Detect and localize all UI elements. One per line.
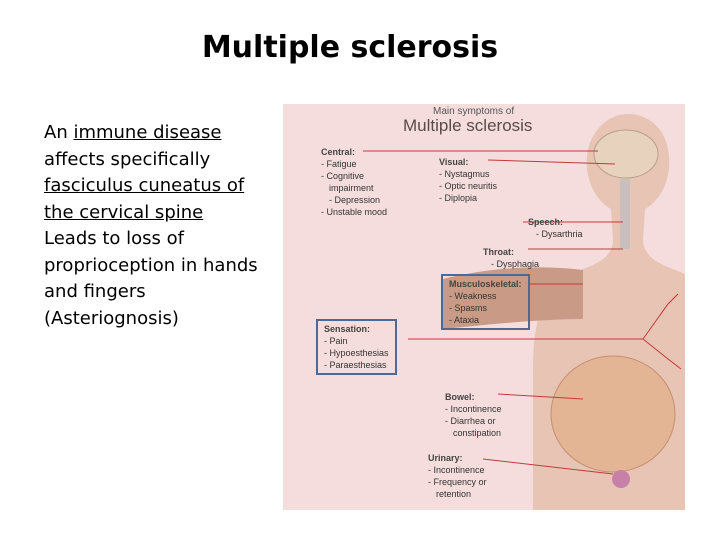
visual-item: - Optic neuritis xyxy=(439,181,498,191)
sensation-item: - Paraesthesias xyxy=(324,360,387,370)
central-item: - Unstable mood xyxy=(321,207,388,217)
musculoskeletal-item: - Ataxia xyxy=(449,315,480,325)
arm-muscle xyxy=(443,267,583,329)
para1-mid: affects specifically xyxy=(44,148,211,170)
speech-label: Speech: - Dysarthria xyxy=(528,216,583,240)
central-label: Central: - Fatigue - Cognitive impairmen… xyxy=(321,146,387,218)
figure-caption-small: Main symptoms of xyxy=(433,106,515,117)
throat-item: - Dysphagia xyxy=(491,259,540,269)
urinary-item: - Incontinence xyxy=(428,465,485,475)
musculoskeletal-label: Musculoskeletal: - Weakness - Spasms - A… xyxy=(441,274,530,330)
sensation-heading: Sensation: xyxy=(324,324,371,334)
central-heading: Central: xyxy=(321,147,356,157)
visual-item: - Nystagmus xyxy=(439,169,490,179)
urinary-item: retention xyxy=(436,489,472,499)
body-text: An immune disease affects specifically f… xyxy=(44,120,274,332)
intestines-image xyxy=(550,355,676,473)
link-fasciculus: fasciculus cuneatus of the cervical spin… xyxy=(44,175,245,223)
slide-title: Multiple sclerosis xyxy=(201,30,499,65)
sensation-item: - Hypoesthesias xyxy=(324,348,389,358)
visual-label: Visual: - Nystagmus - Optic neuritis - D… xyxy=(439,156,497,204)
bowel-heading: Bowel: xyxy=(445,392,475,402)
speech-heading: Speech: xyxy=(528,217,564,227)
sensation-item: - Pain xyxy=(324,336,348,346)
paragraph-1: An immune disease affects specifically f… xyxy=(44,120,274,226)
visual-heading: Visual: xyxy=(439,157,469,167)
figure-caption-big: Multiple sclerosis xyxy=(403,116,533,135)
musculoskeletal-heading: Musculoskeletal: xyxy=(449,279,522,289)
speech-item: - Dysarthria xyxy=(536,229,583,239)
bowel-label: Bowel: - Incontinence - Diarrhea or cons… xyxy=(445,391,502,439)
bowel-item: constipation xyxy=(453,428,502,438)
ms-symptoms-figure: Main symptoms of Multiple sclerosis Cent… xyxy=(283,104,685,510)
musculoskeletal-item: - Weakness xyxy=(449,291,497,301)
urinary-heading: Urinary: xyxy=(428,453,463,463)
bowel-item: - Diarrhea or xyxy=(445,416,496,426)
spinal-cord xyxy=(620,179,630,249)
central-item: - Fatigue xyxy=(321,159,357,169)
sensation-label: Sensation: - Pain - Hypoesthesias - Para… xyxy=(316,319,397,375)
brain-image xyxy=(593,129,659,179)
bladder-image xyxy=(612,470,630,488)
link-immune-disease: immune disease xyxy=(73,122,222,143)
figure-illustration xyxy=(363,114,685,510)
paragraph-2: Leads to loss of proprioception in hands… xyxy=(44,228,258,329)
pointer-lines xyxy=(363,150,682,475)
para1-pre: An xyxy=(44,122,74,143)
central-item: - Cognitive xyxy=(321,171,365,181)
central-item: - Depression xyxy=(329,195,381,205)
urinary-item: - Frequency or xyxy=(428,477,487,487)
musculoskeletal-item: - Spasms xyxy=(449,303,488,313)
throat-heading: Throat: xyxy=(483,247,514,257)
throat-label: Throat: - Dysphagia xyxy=(483,246,539,270)
bowel-item: - Incontinence xyxy=(445,404,502,414)
visual-item: - Diplopia xyxy=(439,193,478,203)
central-item: impairment xyxy=(329,183,374,193)
urinary-label: Urinary: - Incontinence - Frequency or r… xyxy=(428,452,487,500)
